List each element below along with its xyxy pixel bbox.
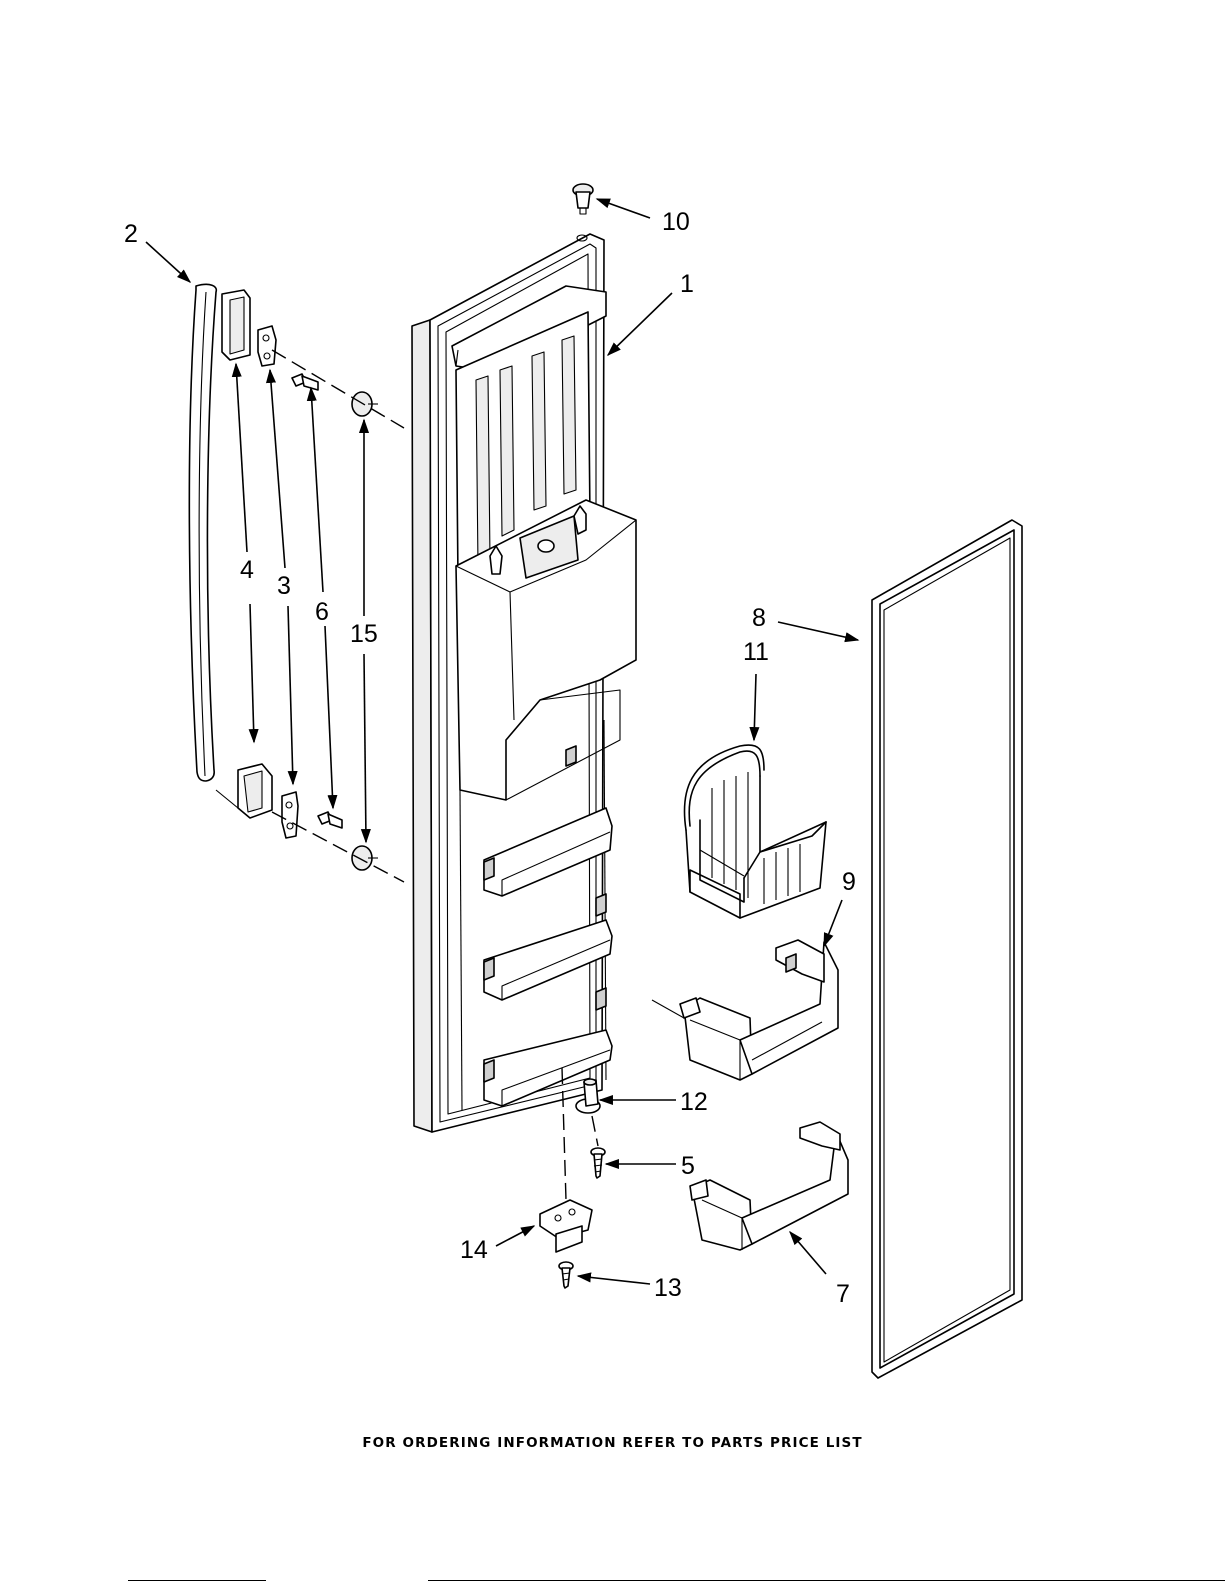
callout-label-1: 1 bbox=[680, 270, 694, 298]
callout-label-13: 13 bbox=[654, 1274, 682, 1302]
arrow-1 bbox=[608, 293, 672, 355]
arrow-4-down bbox=[250, 604, 254, 742]
callout-label-12: 12 bbox=[680, 1088, 708, 1116]
arrow-6-up bbox=[311, 388, 323, 592]
arrow-6-down bbox=[325, 626, 333, 808]
part-wire-basket bbox=[684, 745, 826, 918]
arrow-4-up bbox=[236, 364, 247, 552]
arrow-14 bbox=[496, 1226, 534, 1246]
arrow-13 bbox=[578, 1276, 650, 1284]
callout-label-6: 6 bbox=[315, 598, 329, 626]
arrow-15-down bbox=[364, 654, 366, 842]
part-handle-end-cap-bottom bbox=[216, 764, 272, 818]
callout-label-4: 4 bbox=[240, 556, 254, 584]
part-handle-bracket-top bbox=[258, 326, 276, 366]
part-lower-hinge-plate bbox=[540, 1200, 592, 1252]
assembly-line-hinge-screw bbox=[592, 1116, 598, 1146]
arrow-3-up bbox=[270, 370, 285, 568]
assembly-line-top bbox=[272, 350, 404, 428]
callout-label-9: 9 bbox=[842, 868, 856, 896]
callout-label-3: 3 bbox=[277, 572, 291, 600]
part-top-hinge-bushing bbox=[573, 184, 593, 214]
callout-label-15: 15 bbox=[350, 620, 378, 648]
arrow-3-down bbox=[288, 606, 293, 784]
callout-label-14: 14 bbox=[460, 1236, 488, 1264]
part-screw-top bbox=[292, 374, 318, 390]
callout-label-2: 2 bbox=[124, 220, 138, 248]
callout-label-11: 11 bbox=[743, 638, 769, 666]
part-door-gasket bbox=[872, 520, 1022, 1378]
bottom-rule-short bbox=[128, 1580, 266, 1581]
arrow-2 bbox=[146, 242, 190, 282]
callout-label-8: 8 bbox=[752, 604, 766, 632]
part-hinge-screw-lower bbox=[559, 1262, 573, 1288]
callout-label-5: 5 bbox=[681, 1152, 695, 1180]
part-door-bin-small bbox=[690, 1122, 848, 1250]
arrow-7 bbox=[790, 1232, 826, 1274]
callout-label-10: 10 bbox=[662, 208, 690, 236]
part-screw-bottom bbox=[318, 812, 342, 828]
callout-label-7: 7 bbox=[836, 1280, 850, 1308]
ordering-info-footer: FOR ORDERING INFORMATION REFER TO PARTS … bbox=[0, 1435, 1225, 1451]
part-handle-end-cap-top bbox=[222, 290, 250, 360]
bottom-rule-long bbox=[428, 1580, 1225, 1581]
part-door-handle bbox=[189, 284, 216, 781]
part-plug-top bbox=[352, 392, 378, 416]
arrow-9 bbox=[824, 900, 842, 946]
part-door-assembly bbox=[412, 234, 636, 1132]
part-door-bin-lower bbox=[652, 940, 838, 1080]
part-hinge-screw-upper bbox=[591, 1148, 605, 1178]
arrow-8 bbox=[778, 622, 858, 640]
arrow-11 bbox=[754, 674, 756, 740]
arrow-10 bbox=[597, 199, 650, 218]
part-handle-bracket-bottom bbox=[282, 792, 298, 838]
